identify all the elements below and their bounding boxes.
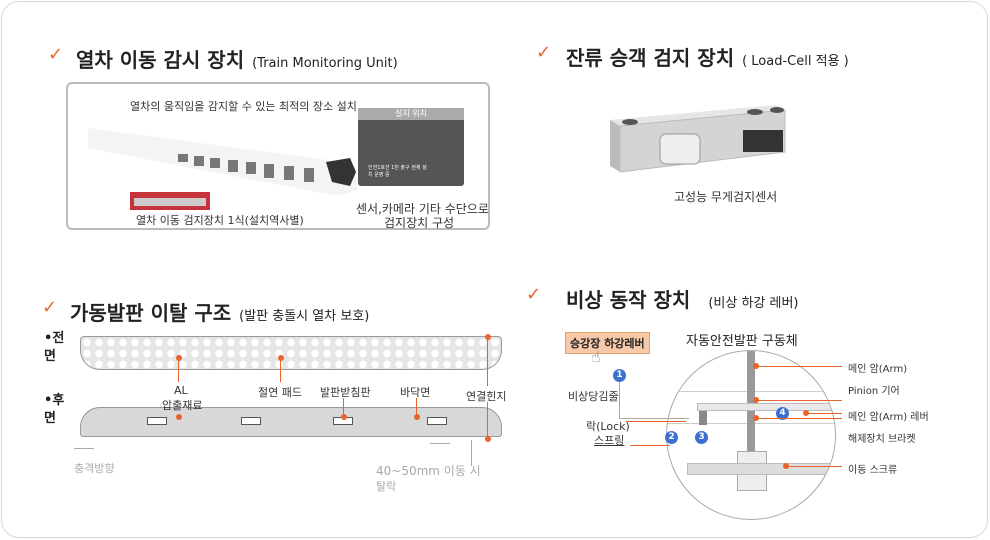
label-al: AL	[174, 384, 188, 397]
label-main-arm: 메인 암(Arm)	[848, 364, 908, 375]
impact-direction: 충격방향	[74, 462, 115, 475]
caption-bottom: 열차 이동 검지장치 1식(설치역사별)	[136, 214, 304, 227]
check-icon: ✓	[48, 44, 64, 65]
step-number-1: 1	[613, 369, 626, 382]
emergency-title: 비상 동작 장치(비상 하강 레버)	[566, 288, 799, 312]
train-image	[88, 128, 358, 196]
front-label: •전 면	[44, 331, 65, 364]
move-note-2: 탈락	[376, 480, 397, 493]
load-cell-image	[610, 105, 786, 173]
label-pinion-gear: Pinion 기어	[848, 386, 900, 397]
load-cell-caption: 고성능 무게검지센서	[674, 190, 778, 204]
loadcell-title: 잔류 승객 검지 장치( Load-Cell 적용 )	[566, 46, 849, 70]
step-number-4: 4	[776, 407, 789, 420]
label-lock: 락(Lock)	[586, 420, 630, 433]
label-release-bracket: 해제장치 브라켓	[848, 434, 916, 445]
label-insulation-pad: 절연 패드	[258, 386, 302, 399]
back-label: •후 면	[44, 393, 65, 426]
check-icon: ✓	[526, 284, 542, 305]
move-arrow	[430, 443, 450, 444]
step-front-view	[80, 336, 502, 370]
drop-arrow	[471, 440, 472, 466]
step-title: 가동발판 이탈 구조(발판 충돌시 열차 보호)	[70, 301, 370, 325]
caption-top: 열차의 움직임을 감지할 수 있는 최적의 장소 설치	[130, 100, 357, 113]
train-monitoring-figure: 열차의 움직임을 감지할 수 있는 최적의 장소 설치 열차 이동 검지장치 1…	[66, 82, 490, 230]
label-pull-cord: 비상당김줄	[568, 390, 619, 403]
drive-mechanism-diagram	[666, 350, 836, 520]
caption-right-1: 센서,카메라 기타 수단으로	[356, 202, 489, 216]
step-number-3: 3	[695, 431, 708, 444]
install-location-photo: 설치 위치 인천1호선 1번 출구 현재 설치 운영 중	[358, 108, 464, 186]
label-main-arm-lever: 메인 암(Arm) 레버	[848, 412, 929, 423]
label-hinge: 연결힌지	[466, 390, 507, 403]
check-icon: ✓	[42, 297, 58, 318]
label-spring: 스프링	[594, 434, 625, 447]
train-monitoring-title: 열차 이동 감시 장치(Train Monitoring Unit)	[76, 48, 398, 72]
hand-pull-icon: ☝	[591, 347, 601, 366]
step-number-2: 2	[665, 431, 678, 444]
step-back-view	[80, 407, 502, 437]
label-moving-screw: 이동 스크류	[848, 465, 898, 476]
label-support-plate: 발판받침판	[320, 386, 371, 399]
label-al-extrusion: 압출재료	[162, 399, 203, 412]
diagram-title: 자동안전발판 구동체	[686, 334, 798, 349]
sensor-photo	[130, 192, 210, 210]
check-icon: ✓	[536, 42, 552, 63]
label-floor: 바닥면	[400, 386, 431, 399]
impact-arrow	[74, 448, 94, 449]
lever-badge: 승강장 하강레버	[565, 332, 650, 354]
caption-right-2: 검지장치 구성	[384, 216, 455, 230]
move-note: 40~50mm 이동 시	[376, 464, 481, 478]
